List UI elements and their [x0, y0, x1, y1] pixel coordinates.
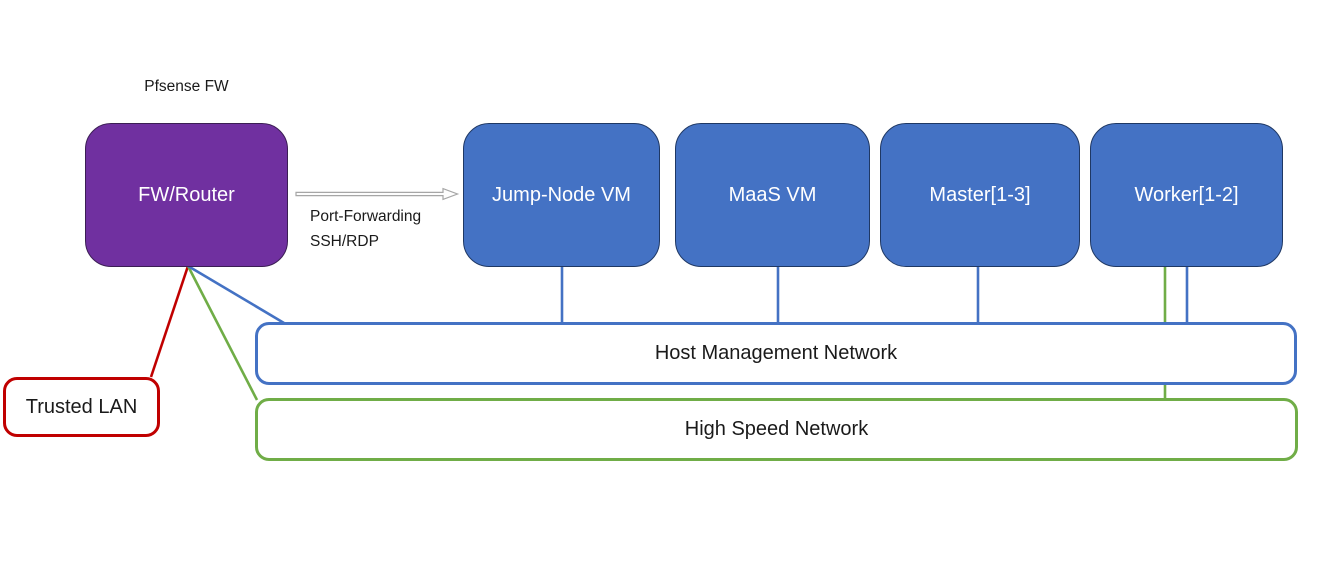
fw-router-node: FW/Router [85, 123, 288, 267]
port-forwarding-label-line2: SSH/RDP [310, 233, 379, 250]
fw-to-host-management-link [187, 264, 285, 325]
trusted-lan-node: Trusted LAN [3, 377, 160, 437]
fw-to-trusted-lan-link [149, 265, 190, 378]
vm-node-jump-label: Jump-Node VM [492, 183, 631, 206]
vm-node-worker-label: Worker[1-2] [1134, 183, 1239, 206]
port-forwarding-arrow [295, 187, 460, 201]
trusted-lan-label: Trusted LAN [25, 395, 138, 418]
fw-router-label: FW/Router [138, 183, 235, 206]
host-management-network-label: Host Management Network [654, 342, 898, 364]
vm-node-jump: Jump-Node VM [463, 123, 660, 267]
port-forwarding-label: Port-Forwarding SSH/RDP [310, 204, 421, 254]
high-speed-network-bar: High Speed Network [255, 398, 1298, 461]
host-management-network-bar: Host Management Network [255, 322, 1297, 385]
vm-node-worker: Worker[1-2] [1090, 123, 1283, 267]
vm-node-maas: MaaS VM [675, 123, 870, 267]
firewall-caption: Pfsense FW [144, 78, 229, 95]
vm-node-maas-label: MaaS VM [728, 183, 817, 206]
port-forwarding-label-line1: Port-Forwarding [310, 208, 422, 225]
fw-to-high-speed-network-link [186, 265, 259, 401]
vm-node-master-label: Master[1-3] [929, 183, 1031, 206]
vm-node-master: Master[1-3] [880, 123, 1080, 267]
high-speed-network-label: High Speed Network [684, 418, 869, 440]
